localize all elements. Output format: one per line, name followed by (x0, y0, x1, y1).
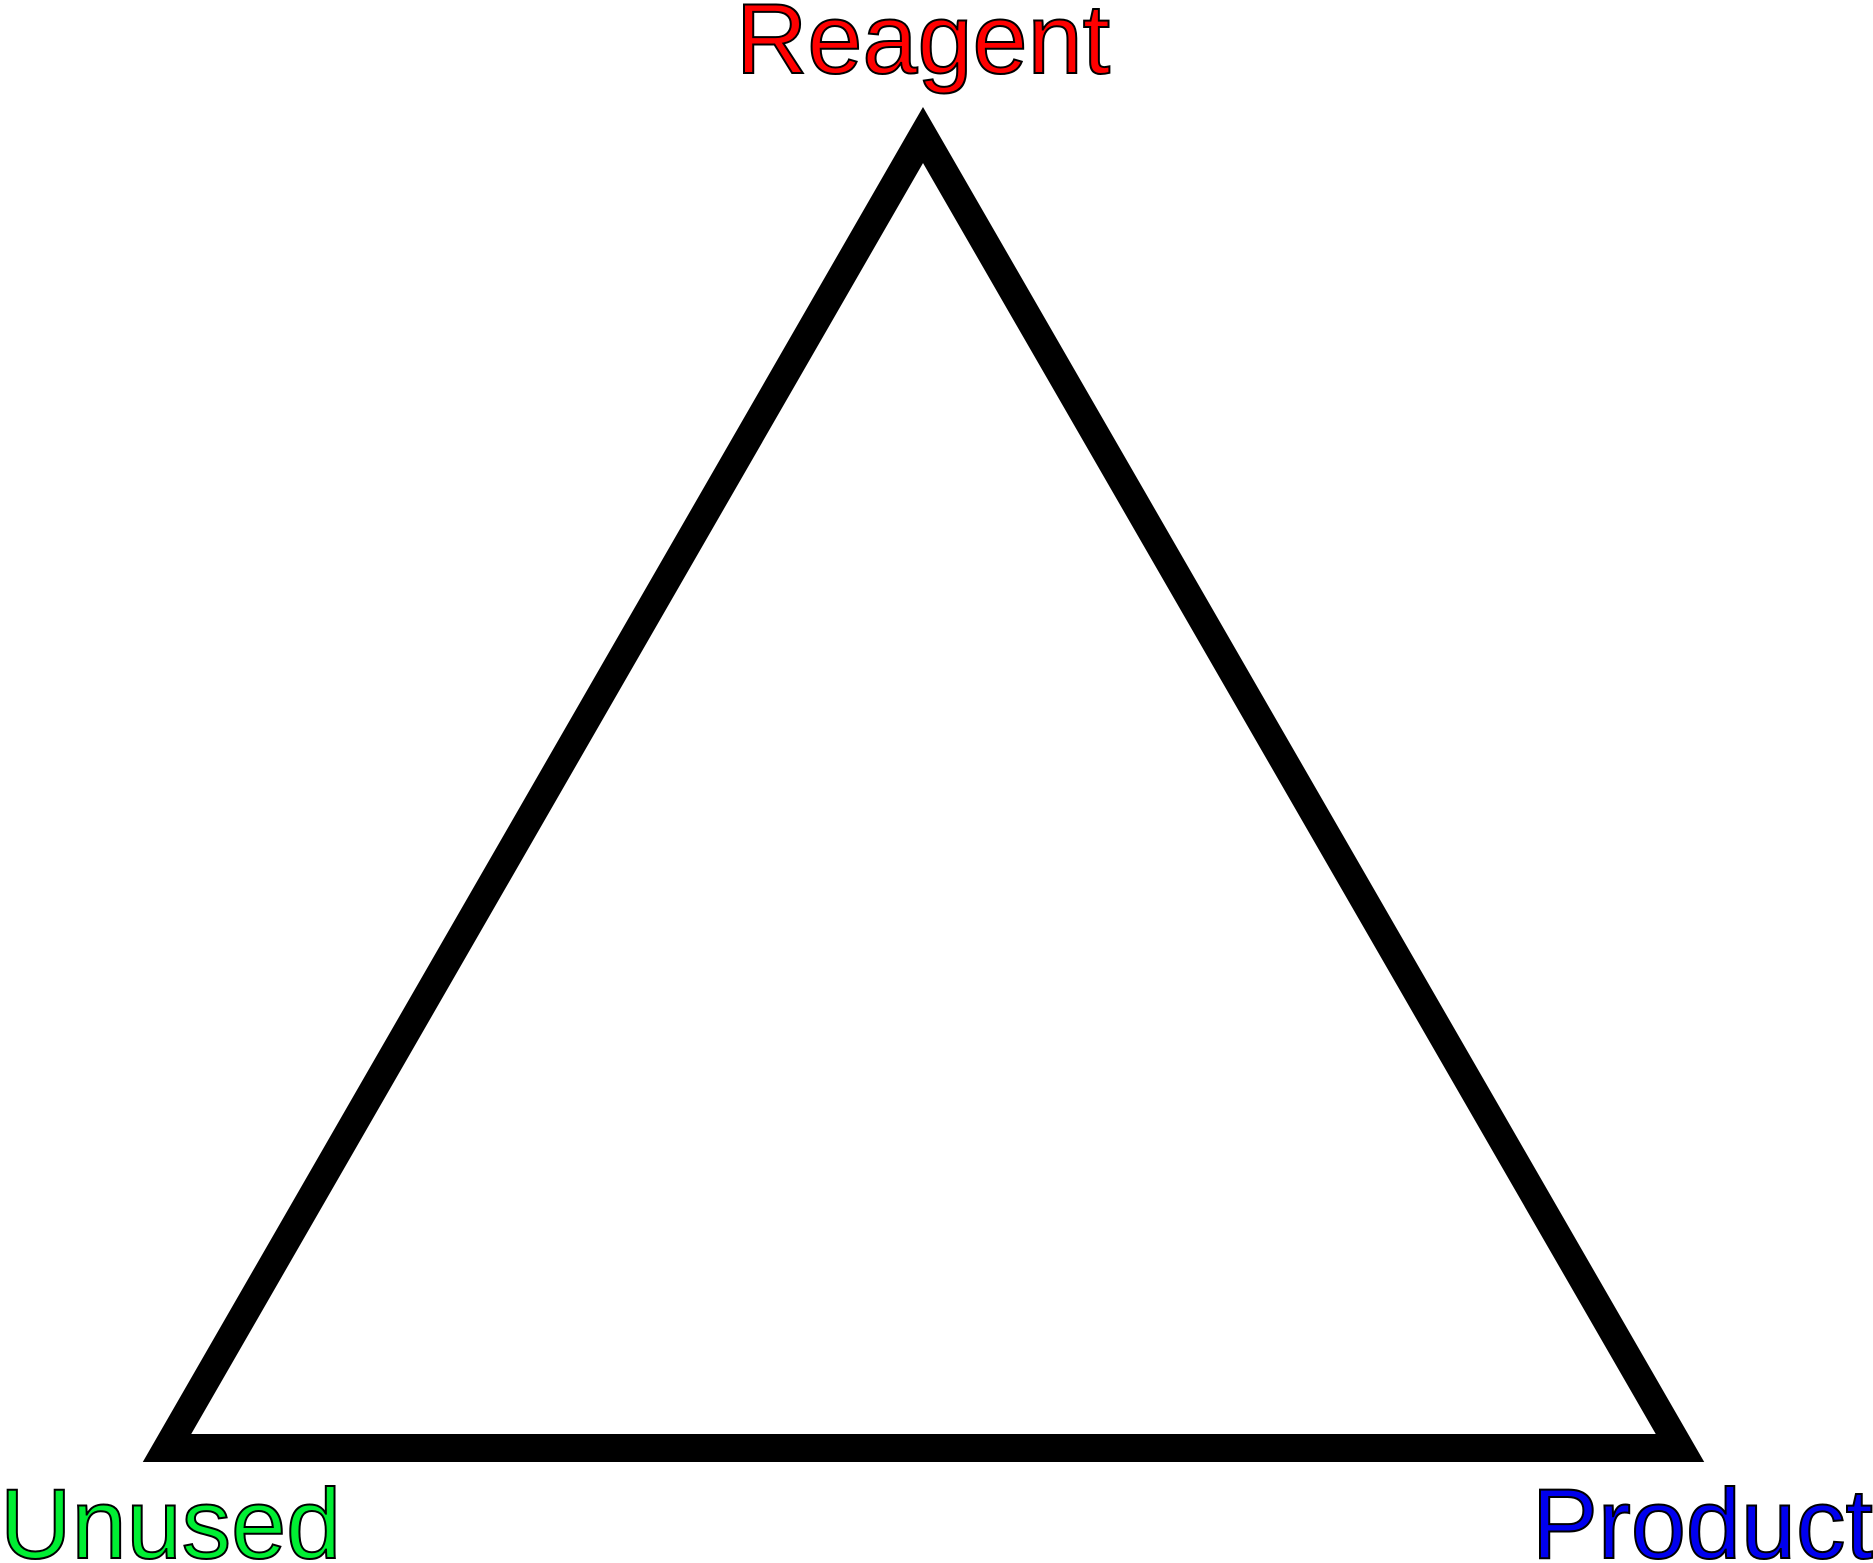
vertex-label-reagent: Reagent (736, 0, 1110, 94)
vertex-label-unused: Unused (0, 1468, 341, 1563)
triangle-outline (142, 106, 1705, 1462)
vertex-label-product: Product (1532, 1468, 1873, 1563)
